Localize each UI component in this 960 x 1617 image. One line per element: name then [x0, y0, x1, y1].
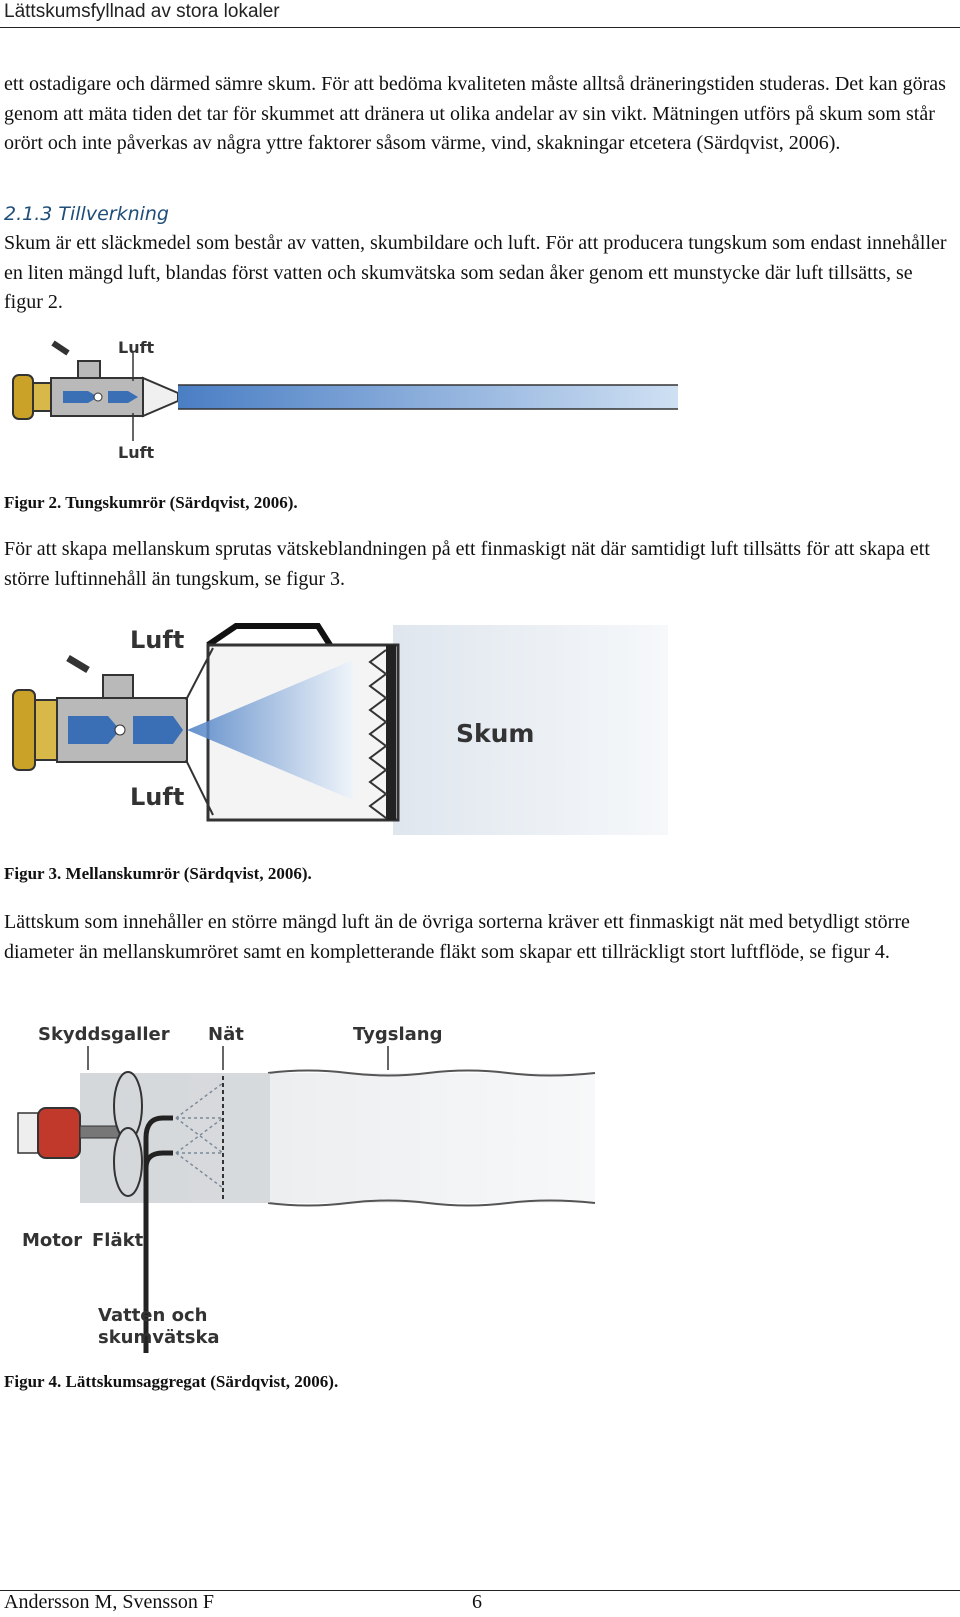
fine-net: [386, 645, 396, 820]
paragraph-light-foam: Lättskum som innehåller en större mängd …: [4, 911, 910, 963]
coupling-icon: [12, 374, 34, 420]
footer-authors: Andersson M, Svensson F: [4, 1591, 215, 1613]
label-guard: Skyddsgaller: [38, 1024, 170, 1045]
valve-handle: [102, 674, 134, 699]
running-header: Lättskumsfyllnad av stora lokaler: [4, 1, 280, 22]
paragraph-drainage: ett ostadigare och därmed sämre skum. Fö…: [4, 73, 946, 154]
footer-rule: [0, 1590, 960, 1591]
label-air-bottom: Luft: [118, 443, 155, 462]
label-air-top: Luft: [118, 338, 155, 357]
label-fan: Fläkt: [92, 1230, 144, 1251]
paragraph-production: Skum är ett släckmedel som består av vat…: [4, 232, 947, 313]
foam-jet: [178, 385, 678, 409]
page-number: 6: [472, 1591, 482, 1613]
label-air-bottom: Luft: [130, 783, 184, 811]
foam-cloud: [393, 625, 668, 835]
spray-cone: [187, 660, 353, 800]
label-hose: Tygslang: [353, 1024, 443, 1045]
label-net: Nät: [208, 1024, 244, 1045]
figure-2-heavy-foam-nozzle: Luft Luft: [12, 338, 678, 462]
figure-3-medium-foam-nozzle: Luft Luft Skum: [12, 623, 668, 835]
section-heading: 2.1.3 Tillverkning: [4, 203, 169, 225]
header-rule: [0, 27, 960, 28]
supply-pipe: [143, 1115, 173, 1353]
caption-figure-4: Figur 4. Lättskumsaggregat (Särdqvist, 2…: [4, 1372, 339, 1391]
label-water-line-1: Vatten och: [98, 1305, 207, 1326]
valve-handle: [77, 360, 101, 379]
label-water-line-2: skumvätska: [98, 1327, 220, 1348]
caption-figure-3: Figur 3. Mellanskumrör (Särdqvist, 2006)…: [4, 864, 312, 883]
motor-icon: [37, 1107, 81, 1159]
handle-bar: [206, 623, 333, 648]
figure-4-light-foam-generator: Skyddsgaller Nät Tygslang Motor Fläkt Va…: [17, 1024, 596, 1353]
label-foam: Skum: [456, 719, 534, 748]
coupling-icon: [12, 689, 36, 771]
paragraph-medium-foam: För att skapa mellanskum sprutas vätskeb…: [4, 538, 930, 590]
caption-figure-2: Figur 2. Tungskumrör (Särdqvist, 2006).: [4, 493, 298, 512]
label-air-top: Luft: [130, 626, 184, 654]
label-motor: Motor: [22, 1230, 82, 1251]
